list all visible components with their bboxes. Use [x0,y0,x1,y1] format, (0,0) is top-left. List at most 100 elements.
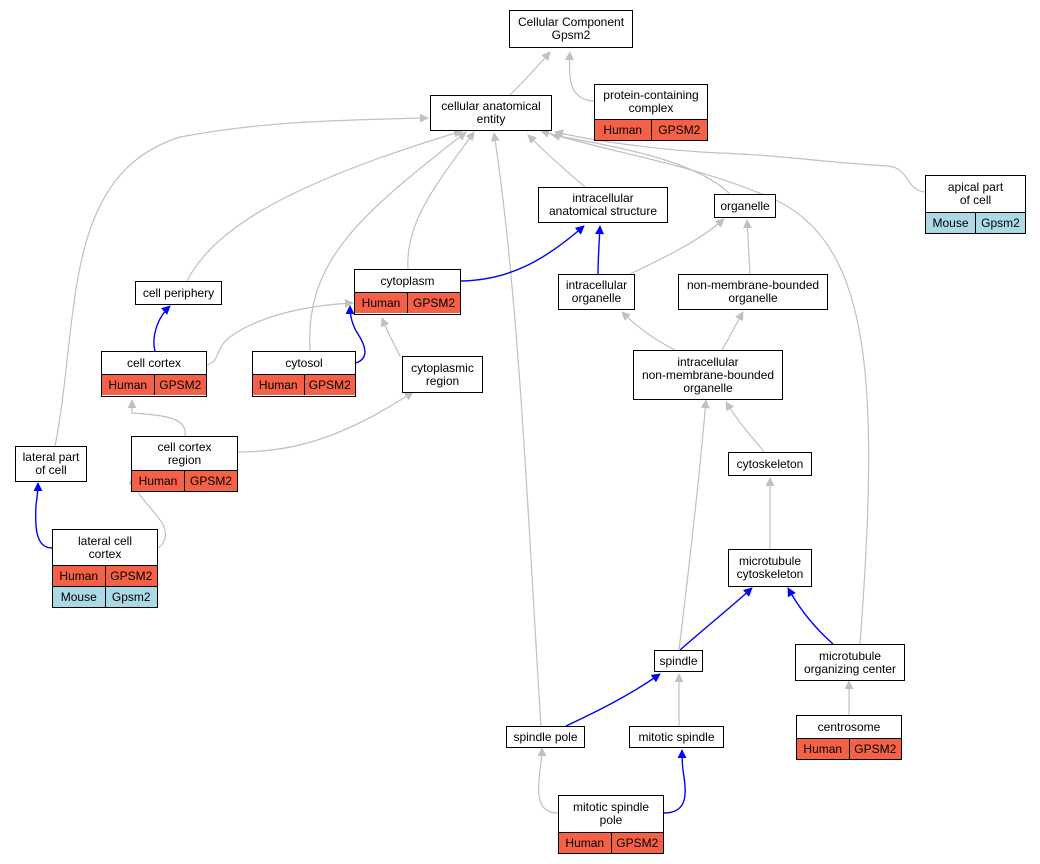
node-spindle[interactable]: spindle [654,650,703,672]
edge-inmbo-to-io [621,311,676,351]
human-annotation-row: Human GPSM2 [559,832,663,853]
edge-io-to-organelle [629,218,725,275]
gene-cell: Gpsm2 [104,587,158,607]
node-label: cytosol [285,355,323,370]
species-cell: Human [138,473,178,488]
node-inmbo[interactable]: intracellular non-membrane-bounded organ… [633,350,783,400]
node-label: cytoplasm [380,273,435,288]
species-cell: Human [803,741,843,756]
node-cytoskeleton[interactable]: cytoskeleton [728,452,812,476]
edge-ccregion-to-cortex [127,399,186,437]
node-label: cellular anatomical entity [441,99,541,126]
node-mtoc[interactable]: microtubule organizing center [795,644,905,681]
node-nmbo[interactable]: non-membrane-bounded organelle [678,274,828,310]
gene-cell: GPSM2 [848,739,902,759]
node-spole[interactable]: spindle pole [506,726,585,748]
edge-spole-to-cae [490,132,542,727]
gene-cell: GPSM2 [184,471,237,491]
node-label: lateral part of cell [22,450,80,477]
node-root[interactable]: Cellular Component Gpsm2 [509,10,633,48]
species-cell: Mouse [60,589,97,604]
node-organelle[interactable]: organelle [714,194,776,218]
edge-cytoskeleton-to-inmbo [725,401,765,453]
species-cell: Human [603,122,643,137]
gene-cell: GPSM2 [153,375,207,395]
node-label: Cellular Component Gpsm2 [517,15,625,42]
node-label: microtubule organizing center [803,648,897,676]
node-label: spindle pole [513,729,578,744]
mouse-annotation-row: Mouse Gpsm2 [53,586,157,607]
node-label: cytoplasmic region [411,360,474,388]
node-label: spindle [659,653,698,668]
edge-cae-to-root [509,51,551,96]
node-label: intracellular non-membrane-bounded organ… [641,354,775,395]
gene-cell: GPSM2 [407,293,460,313]
human-annotation-row: Human GPSM2 [53,565,157,586]
node-label: microtubule cytoskeleton [736,554,804,581]
gene-cell: GPSM2 [650,120,708,140]
node-lateral[interactable]: lateral part of cell [15,446,87,482]
gene-cell: GPSM2 [610,833,664,853]
gene-cell: GPSM2 [303,375,356,395]
edge-cytoplasm-to-ias [460,225,585,282]
human-annotation-row: Human GPSM2 [797,738,901,759]
edge-apical-to-cae [554,129,926,193]
node-label: cell periphery [142,285,215,300]
edge-cortex-to-periphery [153,305,171,352]
node-label: mitotic spindle [638,729,715,744]
edge-lateral-to-cae [54,113,429,447]
species-cell: Human [565,835,605,850]
edge-inmbo-to-nmbo [721,311,744,351]
node-cae[interactable]: cellular anatomical entity [430,95,552,131]
species-cell: Mouse [932,215,969,230]
edge-pcc-to-root [564,51,595,102]
node-label: non-membrane-bounded organelle [686,278,820,305]
node-label: protein-containing complex [603,88,699,115]
edge-nmbo-to-organelle [742,219,752,275]
edge-lcc-to-lateral [33,482,53,549]
node-label: centrosome [817,719,881,734]
node-ias[interactable]: intracellular anatomical structure [538,187,668,223]
node-label: organelle [720,198,770,213]
node-cregion[interactable]: cytoplasmic region [402,356,483,393]
edge-mtoc-to-cae [540,129,870,645]
human-annotation-row: Human GPSM2 [102,374,206,395]
node-label: intracellular organelle [565,278,628,305]
node-io[interactable]: intracellular organelle [558,274,635,310]
edge-spindle-to-inmbo [678,399,710,651]
edge-msp-to-spole [537,747,559,814]
gene-cell: Gpsm2 [975,213,1025,233]
node-label: lateral cell cortex [77,533,133,561]
node-label: cytoskeleton [736,456,804,471]
edge-io-to-ias [595,225,605,275]
edge-msp-to-mspindle [663,749,687,814]
species-cell: Human [108,377,148,392]
edge-ccregion-to-cregion [237,391,414,453]
gene-cell: GPSM2 [104,566,158,586]
edge-cregion-to-cytoplasm [380,317,401,357]
edge-cytoplasm-to-cae [407,131,475,270]
node-mspindle[interactable]: mitotic spindle [629,726,724,748]
node-label: apical part of cell [947,180,1004,207]
species-cell: Human [59,568,99,583]
node-label: intracellular anatomical structure [548,191,658,218]
edge-organelle-to-cae [551,131,731,195]
node-label: cell cortex region [157,439,212,467]
node-mtcyto[interactable]: microtubule cytoskeleton [728,549,812,587]
edge-periphery-to-cae [186,129,463,282]
edge-mtoc-to-mtcyto [787,587,834,645]
node-periphery[interactable]: cell periphery [135,281,222,305]
node-label: cell cortex [126,355,182,370]
edge-spole-to-spindle [565,673,661,727]
